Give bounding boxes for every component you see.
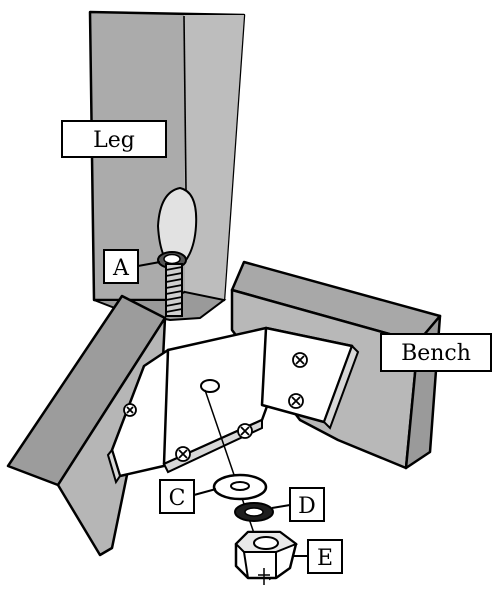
label-leg-text: Leg <box>93 128 135 153</box>
label-d-text: D <box>298 494 316 519</box>
bolt-shaft <box>166 264 182 316</box>
lock-washer <box>235 503 273 521</box>
hex-nut <box>236 532 296 585</box>
label-e: E <box>292 540 342 573</box>
label-leg: Leg <box>62 121 166 157</box>
label-bench-text: Bench <box>401 341 471 366</box>
label-d: D <box>272 488 324 521</box>
label-c: C <box>160 480 216 513</box>
bracket-center-hole <box>201 380 219 392</box>
label-e-text: E <box>317 546 333 571</box>
label-c-text: C <box>169 486 186 511</box>
label-bench: Bench <box>381 334 491 371</box>
label-a-text: A <box>112 256 130 281</box>
flat-washer <box>214 475 266 499</box>
